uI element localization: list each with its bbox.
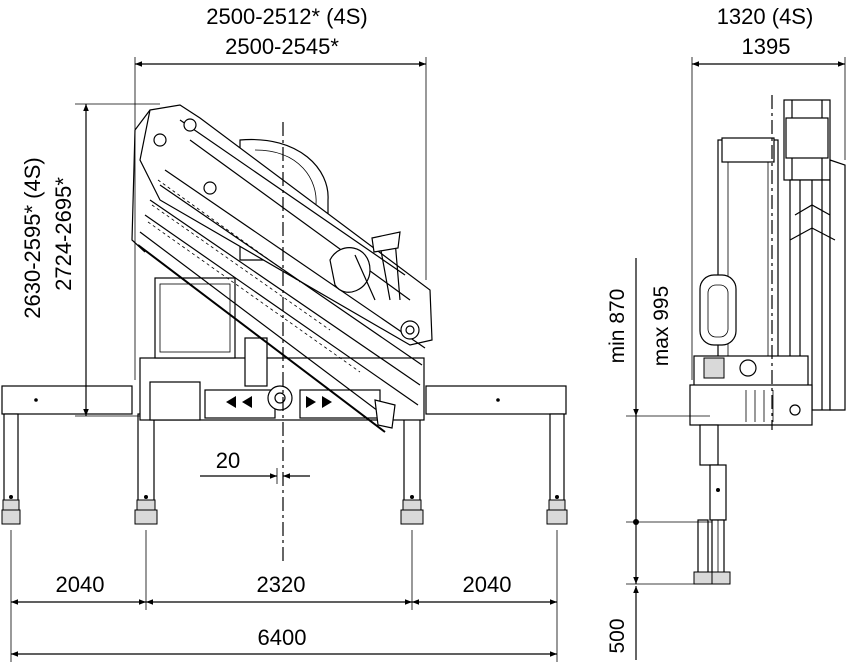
dim-offset: 20 xyxy=(200,448,310,484)
dim-front-spans: 2040 2320 2040 6400 xyxy=(10,530,558,662)
dim-side-height: min 870 max 995 xyxy=(606,258,712,525)
front-view: 2500-2512* (4S) 2500-2545* 2630-2595* (4… xyxy=(1,4,568,662)
side-view: 1320 (4S) 1395 min 870 max 995 500 xyxy=(606,4,846,660)
offset-label: 20 xyxy=(216,448,240,473)
front-height-4s-label: 2630-2595* (4S) xyxy=(20,157,45,318)
leg-extension-label: 500 xyxy=(606,618,629,653)
dim-front-width: 2500-2512* (4S) 2500-2545* xyxy=(134,4,427,380)
side-outrigger-leg xyxy=(693,464,731,585)
dim-front-height: 2630-2595* (4S) 2724-2695* xyxy=(20,103,160,417)
outrigger-right-label: 2040 xyxy=(463,572,512,597)
front-width-label: 2500-2545* xyxy=(225,34,339,59)
front-height-label: 2724-2695* xyxy=(51,177,76,291)
outrigger-left xyxy=(1,385,158,525)
max-height-label: max 995 xyxy=(650,286,673,367)
side-crane-body xyxy=(689,99,846,466)
total-span-label: 6400 xyxy=(258,625,307,650)
side-width-4s-label: 1320 (4S) xyxy=(717,4,814,29)
dim-leg-extension: 500 xyxy=(606,522,700,660)
front-width-4s-label: 2500-2512* (4S) xyxy=(206,4,367,29)
dim-side-width: 1320 (4S) 1395 xyxy=(691,4,846,380)
outrigger-left-label: 2040 xyxy=(56,572,105,597)
outrigger-right xyxy=(400,385,568,525)
side-width-label: 1395 xyxy=(742,34,791,59)
base-span-label: 2320 xyxy=(257,572,306,597)
min-height-label: min 870 xyxy=(606,289,629,364)
crane-boom xyxy=(131,104,433,433)
